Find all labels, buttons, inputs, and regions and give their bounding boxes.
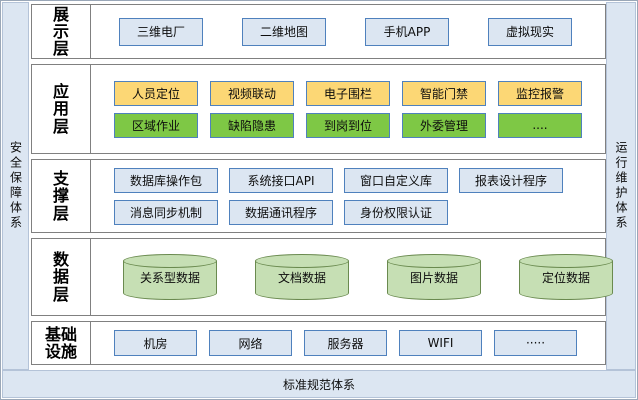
node-label: 人员定位 bbox=[131, 86, 180, 101]
layer-label-display: 展示层 bbox=[32, 5, 91, 58]
node-label: 智能门禁 bbox=[419, 86, 468, 101]
layer-body-data: 关系型数据 文档数据 图片数据 定位数据 bbox=[91, 239, 621, 315]
layer-data: 数据层 关系型数据 文档数据 图片数据 定位数据 bbox=[31, 238, 613, 316]
node-box[interactable]: 三维电厂 bbox=[119, 17, 203, 46]
cylinder-label: 定位数据 bbox=[541, 270, 590, 285]
cylinder-top-ellipse bbox=[387, 254, 481, 268]
cylinder-label: 图片数据 bbox=[409, 270, 458, 285]
layer-label-text: 数据层 bbox=[52, 250, 69, 304]
node-box[interactable]: 人员定位 bbox=[114, 80, 198, 106]
layer-app: 应用层 人员定位 视频联动 电子围栏 智能门禁 监控报警区域作业 缺陷隐患 到岗到位 外委管理.… bbox=[31, 64, 606, 154]
node-label: 监控报警 bbox=[515, 86, 564, 101]
node-label: 网络 bbox=[238, 336, 263, 351]
node-box[interactable]: WIFI bbox=[399, 330, 482, 356]
node-label: 服务器 bbox=[327, 336, 364, 351]
node-row: 人员定位 视频联动 电子围栏 智能门禁 监控报警 bbox=[99, 80, 597, 106]
cylinder-top-ellipse bbox=[519, 254, 613, 268]
node-box[interactable]: 虚拟现实 bbox=[488, 17, 572, 46]
node-box[interactable]: 手机APP bbox=[365, 17, 449, 46]
node-box[interactable]: 电子围栏 bbox=[306, 80, 390, 106]
layer-label-text: 应用层 bbox=[52, 82, 69, 136]
standards-bar: 标准规范体系 bbox=[2, 370, 636, 398]
node-label: .... bbox=[532, 118, 548, 132]
side-band-security: 安全保障体系 bbox=[2, 2, 29, 370]
node-label: 虚拟现实 bbox=[505, 25, 554, 39]
layer-body-infra: 机房 网络 服务器 WIFI ····· bbox=[91, 322, 605, 364]
side-band-operations-label: 运行维护体系 bbox=[614, 141, 628, 231]
node-label: 缺陷隐患 bbox=[227, 118, 276, 133]
node-box[interactable]: 机房 bbox=[114, 330, 197, 356]
layer-body-display: 三维电厂 二维地图 手机APP 虚拟现实 bbox=[91, 5, 605, 58]
node-box[interactable]: .... bbox=[498, 112, 582, 138]
node-label: WIFI bbox=[427, 336, 454, 350]
node-label: 系统接口API bbox=[247, 173, 315, 188]
database-cylinder[interactable]: 文档数据 bbox=[255, 254, 349, 300]
node-label: 二维地图 bbox=[259, 25, 308, 39]
node-label: 电子围栏 bbox=[323, 86, 372, 101]
node-box[interactable]: 到岗到位 bbox=[306, 112, 390, 138]
layer-label-support: 支撑层 bbox=[32, 160, 91, 232]
layer-label-data: 数据层 bbox=[32, 239, 91, 315]
node-label: 到岗到位 bbox=[323, 118, 372, 133]
layer-label-infra: 基础设施 bbox=[32, 322, 91, 364]
node-row: 数据库操作包 系统接口API 窗口自定义库 报表设计程序 bbox=[99, 167, 597, 193]
node-box[interactable]: 监控报警 bbox=[498, 80, 582, 106]
layer-label-text: 展示层 bbox=[52, 4, 69, 59]
database-cylinder[interactable]: 图片数据 bbox=[387, 254, 481, 300]
layer-label-app: 应用层 bbox=[32, 65, 91, 153]
node-label: 机房 bbox=[143, 336, 168, 351]
node-row: 消息同步机制 数据通讯程序 身份权限认证 bbox=[99, 199, 597, 225]
cylinder-label: 关系型数据 bbox=[139, 270, 200, 285]
database-cylinder[interactable]: 定位数据 bbox=[519, 254, 613, 300]
node-label: 报表设计程序 bbox=[474, 173, 547, 188]
node-box[interactable]: 二维地图 bbox=[242, 17, 326, 46]
node-box[interactable]: 视频联动 bbox=[210, 80, 294, 106]
node-label: ····· bbox=[525, 336, 546, 350]
node-label: 视频联动 bbox=[227, 86, 276, 101]
node-label: 三维电厂 bbox=[136, 25, 185, 39]
node-box[interactable]: 智能门禁 bbox=[402, 80, 486, 106]
node-box[interactable]: 区域作业 bbox=[114, 112, 198, 138]
side-band-operations: 运行维护体系 bbox=[606, 2, 636, 370]
node-box[interactable]: 报表设计程序 bbox=[459, 167, 563, 193]
node-label: 外委管理 bbox=[419, 118, 468, 133]
node-label: 身份权限认证 bbox=[359, 205, 432, 220]
node-box[interactable]: 身份权限认证 bbox=[344, 199, 448, 225]
layer-label-text: 支撑层 bbox=[52, 169, 69, 223]
node-box[interactable]: ····· bbox=[494, 330, 577, 356]
cylinder-top-ellipse bbox=[255, 254, 349, 268]
node-row: 关系型数据 文档数据 图片数据 定位数据 bbox=[99, 254, 613, 300]
node-box[interactable]: 缺陷隐患 bbox=[210, 112, 294, 138]
node-label: 数据通讯程序 bbox=[244, 205, 317, 220]
cylinder-top-ellipse bbox=[123, 254, 217, 268]
node-box[interactable]: 窗口自定义库 bbox=[344, 167, 448, 193]
database-cylinder[interactable]: 关系型数据 bbox=[123, 254, 217, 300]
node-label: 窗口自定义库 bbox=[359, 173, 432, 188]
layer-body-support: 数据库操作包 系统接口API 窗口自定义库 报表设计程序消息同步机制 数据通讯程序 身份权… bbox=[91, 160, 605, 232]
node-box[interactable]: 消息同步机制 bbox=[114, 199, 218, 225]
side-band-security-label: 安全保障体系 bbox=[8, 141, 23, 231]
node-box[interactable]: 系统接口API bbox=[229, 167, 333, 193]
node-row: 三维电厂 二维地图 手机APP 虚拟现实 bbox=[99, 17, 597, 46]
node-label: 手机APP bbox=[383, 25, 431, 39]
layer-display: 展示层 三维电厂 二维地图 手机APP 虚拟现实 bbox=[31, 4, 606, 59]
layer-infra: 基础设施 机房 网络 服务器 WIFI ····· bbox=[31, 321, 606, 365]
layer-stack: 展示层 三维电厂 二维地图 手机APP 虚拟现实应用层 人员定位 视频联动 电子围栏 智能门禁 监… bbox=[31, 2, 613, 370]
node-box[interactable]: 数据库操作包 bbox=[114, 167, 218, 193]
node-label: 消息同步机制 bbox=[129, 205, 202, 220]
layer-label-text: 基础设施 bbox=[44, 324, 77, 361]
node-row: 区域作业 缺陷隐患 到岗到位 外委管理.... bbox=[99, 112, 597, 138]
node-box[interactable]: 外委管理 bbox=[402, 112, 486, 138]
layer-support: 支撑层 数据库操作包 系统接口API 窗口自定义库 报表设计程序消息同步机制 数据通讯程序… bbox=[31, 159, 606, 233]
node-box[interactable]: 数据通讯程序 bbox=[229, 199, 333, 225]
layer-body-app: 人员定位 视频联动 电子围栏 智能门禁 监控报警区域作业 缺陷隐患 到岗到位 外委管理.... bbox=[91, 65, 605, 153]
node-box[interactable]: 网络 bbox=[209, 330, 292, 356]
node-label: 区域作业 bbox=[131, 118, 180, 133]
node-box[interactable]: 服务器 bbox=[304, 330, 387, 356]
standards-bar-label: 标准规范体系 bbox=[282, 377, 355, 392]
node-label: 数据库操作包 bbox=[129, 173, 202, 188]
node-row: 机房 网络 服务器 WIFI ····· bbox=[99, 330, 597, 356]
cylinder-label: 文档数据 bbox=[277, 270, 326, 285]
